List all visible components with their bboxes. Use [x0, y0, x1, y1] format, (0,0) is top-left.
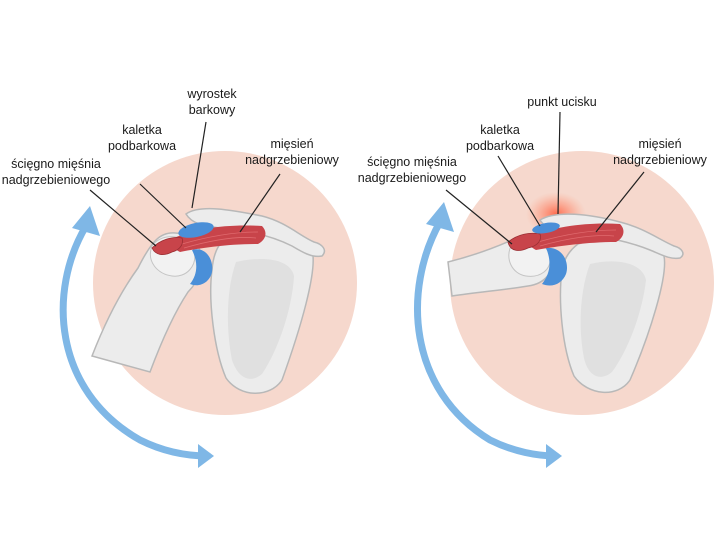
right-leader-muscle — [595, 171, 645, 233]
left-label-tendon-2: nadgrzebieniowego — [2, 173, 110, 187]
left-leader-bursa — [139, 183, 187, 229]
left-arrow-head-bottom — [198, 444, 214, 468]
right-glenoid-cartilage — [542, 247, 568, 286]
right-scapula-shading — [580, 261, 646, 377]
right-label-pressure: punkt ucisku — [527, 95, 597, 109]
left-rotation-arrow — [59, 222, 212, 460]
left-subacromial-bursa — [178, 222, 214, 238]
left-muscle-fibers — [181, 231, 259, 249]
left-label-acromion-1: wyrostek — [186, 87, 237, 101]
right-leader-tendon — [445, 189, 513, 245]
right-label-muscle-1: mięsień — [638, 137, 681, 151]
left-label-tendon-1: ścięgno mięśnia — [11, 157, 101, 171]
right-label-tendon-1: ścięgno mięśnia — [367, 155, 457, 169]
left-panel: wyrostek barkowy kaletka podbarkowa mięs… — [2, 87, 357, 468]
right-supraspinatus-tendon — [507, 232, 541, 251]
left-label-muscle-2: nadgrzebieniowy — [245, 153, 340, 167]
left-label-bursa-1: kaletka — [122, 123, 162, 137]
right-label-muscle-2: nadgrzebieniowy — [613, 153, 708, 167]
left-glenoid-cartilage — [190, 249, 213, 286]
left-arrow-head-top — [72, 206, 100, 236]
right-arrow-head-top — [426, 202, 454, 232]
right-panel: punkt ucisku kaletka podbarkowa mięsień … — [358, 95, 714, 468]
left-leader-tendon — [89, 189, 157, 247]
left-leader-muscle — [239, 173, 281, 233]
right-arrow-head-bottom — [546, 444, 562, 468]
left-supraspinatus-tendon — [151, 237, 183, 256]
right-leader-bursa — [497, 155, 541, 227]
left-scapula-shading — [227, 258, 294, 379]
left-label-acromion-2: barkowy — [189, 103, 236, 117]
right-muscle-fibers — [537, 229, 617, 247]
left-label-muscle-1: mięsień — [270, 137, 313, 151]
left-label-bursa-2: podbarkowa — [108, 139, 176, 153]
left-leader-acromion — [191, 121, 207, 209]
right-label-bursa-2: podbarkowa — [466, 139, 534, 153]
right-label-bursa-1: kaletka — [480, 123, 520, 137]
right-label-tendon-2: nadgrzebieniowego — [358, 171, 466, 185]
right-leader-pressure — [557, 111, 561, 215]
right-rotation-arrow — [414, 218, 560, 460]
